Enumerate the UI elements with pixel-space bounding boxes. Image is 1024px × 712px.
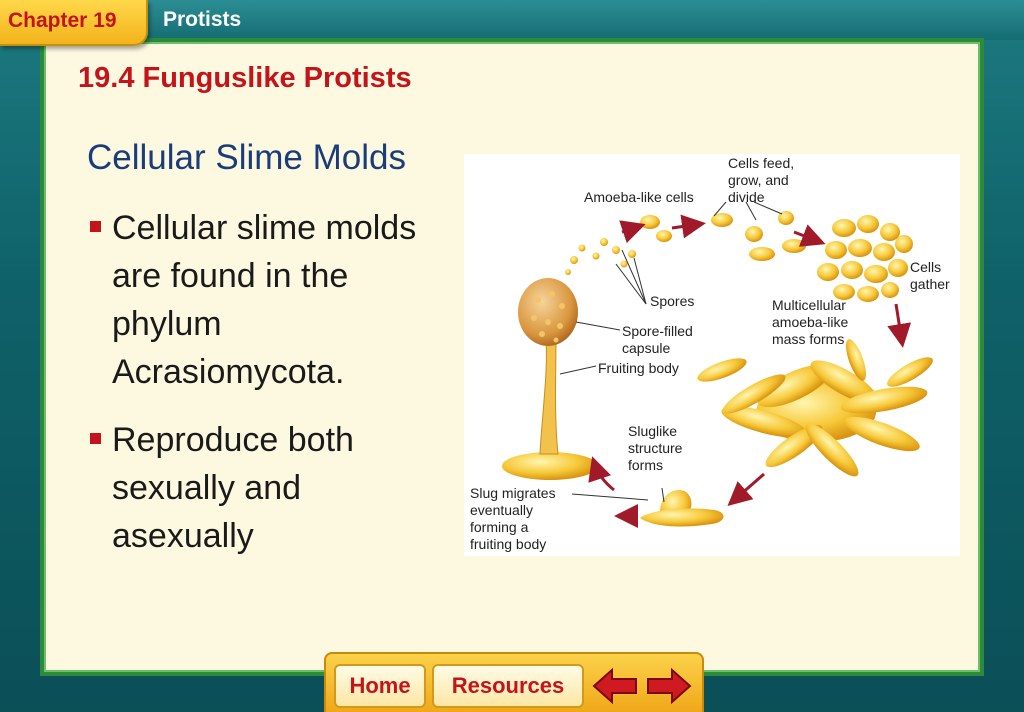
bullet-list: Cellular slime molds are found in the ph… [90,204,420,580]
label-sluglike-line2: structure [628,440,683,456]
section-label: Protists [163,8,242,31]
label-slug-migrates-line2: eventually [470,502,533,518]
spore-particles [565,238,636,275]
bullet-square-icon [90,221,101,232]
label-multicellular-line2: amoeba-like [772,314,848,330]
label-cells-feed-line3: divide [728,189,765,205]
cycle-arrows [588,214,912,528]
left-arrow-icon[interactable] [590,666,640,706]
bullet-item: Reproduce both sexually and asexually [90,416,420,560]
home-button[interactable]: Home [334,664,426,708]
label-multicellular-line3: mass forms [772,331,844,347]
bullet-text: Reproduce both sexually and asexually [112,421,354,555]
label-slug-migrates-line1: Slug migrates [470,485,556,501]
fruiting-body [502,278,598,480]
bullet-text: Cellular slime molds are found in the ph… [112,209,417,391]
bullet-square-icon [90,433,101,444]
resources-button[interactable]: Resources [432,664,584,708]
topic-title: Cellular Slime Molds [87,138,406,177]
label-spore-capsule-line1: Spore-filled [622,323,693,339]
chapter-tab: Chapter 19 [0,0,148,46]
label-slug-migrates-line3: forming a [470,519,529,535]
multicellular-mass [697,339,933,477]
label-fruiting-body: Fruiting body [598,360,679,376]
leader-lines [559,201,783,503]
right-arrow-icon[interactable] [644,666,694,706]
bullet-item: Cellular slime molds are found in the ph… [90,204,420,396]
label-slug-migrates-line4: fruiting body [470,536,546,552]
amoeba-cells [640,211,806,261]
label-amoeba-like: Amoeba-like cells [584,189,694,205]
label-spores: Spores [650,293,694,309]
slide-heading: 19.4 Funguslike Protists [78,62,412,94]
life-cycle-illustration: Cells feed, grow, and divide Amoeba-like… [470,155,950,552]
label-cells-gather-line1: Cells [910,259,941,275]
top-strip [0,0,1024,40]
label-sluglike-line1: Sluglike [628,423,677,439]
diagram-labels: Cells feed, grow, and divide Amoeba-like… [470,155,950,552]
navigation-bar: Home Resources [324,652,704,712]
label-cells-gather-line2: gather [910,276,950,292]
label-spore-capsule-line2: capsule [622,340,670,356]
label-cells-feed-line2: grow, and [728,172,789,188]
chapter-label: Chapter 19 [8,9,117,32]
label-cells-feed-line1: Cells feed, [728,155,794,171]
label-sluglike-line3: forms [628,457,663,473]
gathered-cells [817,215,913,302]
label-multicellular-line1: Multicellular [772,297,846,313]
life-cycle-diagram: Cells feed, grow, and divide Amoeba-like… [464,154,960,556]
slug-stages [640,490,724,527]
